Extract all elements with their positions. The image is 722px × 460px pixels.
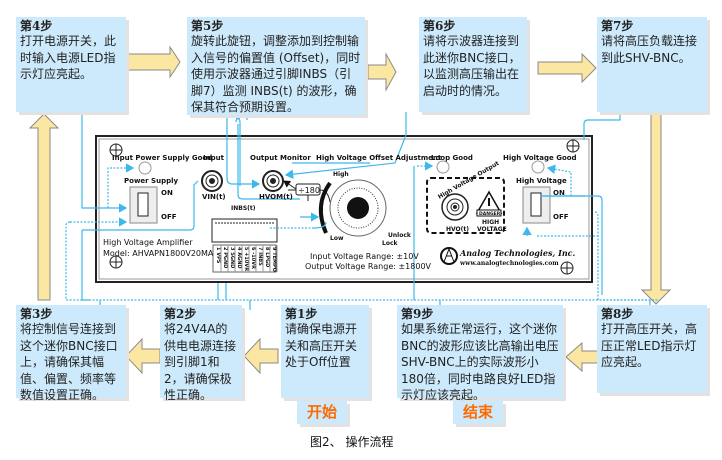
label-power-off: OFF	[161, 213, 177, 221]
pin-label: 3 SGND	[229, 247, 235, 268]
arrow-step2-to-step3	[125, 337, 161, 375]
label-danger: DANGER	[479, 211, 501, 217]
label-output-monitor: Output Monitor	[250, 154, 311, 162]
label-low: Low	[330, 235, 344, 242]
step-3-box: 第3步 将控制信号连接到这个迷你BNC接口上，请确保其幅值、偏置、频率等数值设置…	[16, 305, 126, 402]
step-7-body: 请将高压负载连接到此SHV-BNC。	[601, 34, 698, 65]
vin-bnc-connector	[201, 170, 223, 192]
step-7-box: 第7步 请将高压负载连接到此SHV-BNC。	[597, 17, 707, 112]
label-inbs: INBS(t)	[231, 205, 256, 212]
label-input: Input	[203, 154, 225, 162]
amplifier-panel	[95, 135, 593, 283]
pin-label: 9 TEMPO	[271, 247, 277, 272]
step-6-body: 请将示波器连接到此迷你BNC接口，以监测高压输出在启动时的情况。	[423, 34, 521, 98]
label-input-power-good: Input Power Supply Good	[112, 154, 212, 162]
label-hvom: HVOM(t)	[259, 193, 293, 201]
label-hv-good: High Voltage Good	[503, 154, 577, 162]
label-lock: Lock	[382, 240, 399, 247]
label-gain: ÷180	[298, 186, 320, 195]
step-5-title: 第5步	[191, 19, 224, 33]
step-1-title: 第1步	[285, 307, 318, 321]
label-company: Analog Technologies, Inc.	[459, 248, 576, 258]
label-power-supply: Power Supply	[124, 177, 178, 185]
step-9-body: 如果系统正常运行，这个迷你BNC的波形应该比高输出电压SHV-BNC上的实际波形…	[401, 322, 559, 402]
step-9-box: 第9步 如果系统正常运行，这个迷你BNC的波形应该比高输出电压SHV-BNC上的…	[397, 305, 563, 402]
label-hv-on: ON	[553, 189, 565, 197]
step-9-title: 第9步	[401, 307, 434, 321]
hv-output-box	[426, 177, 505, 234]
arrow-step5-to-step6	[367, 52, 397, 92]
step-3-title: 第3步	[20, 307, 53, 321]
label-hv-warn-2: VOLTAGE	[477, 226, 507, 233]
label-hvo: HVO(t)	[446, 226, 469, 233]
label-output-range: Output Voltage Range: ±1800V	[305, 262, 432, 271]
pin-label: 7 INBS	[257, 247, 263, 266]
step-1-box: 第1步 请确保电源开关和高压开关处于Off位置	[281, 305, 369, 398]
step-3-body: 将控制信号连接到这个迷你BNC接口上，请确保其幅值、偏置、频率等数值设置正确。	[20, 322, 118, 402]
label-unlock: Unlock	[388, 232, 412, 239]
label-hv-warn-1: HIGH	[482, 219, 499, 226]
hv-good-led	[531, 160, 545, 174]
arrow-step1-to-step2	[243, 337, 279, 375]
shv-bnc-connector	[441, 193, 469, 221]
pin-label: 2 PGND	[222, 247, 228, 268]
label-high-voltage: High Voltage	[516, 177, 567, 185]
arrow-step3-to-step4	[28, 113, 60, 301]
offset-range-arc	[318, 181, 332, 234]
loop-good-led	[436, 160, 450, 174]
pin-header	[211, 218, 278, 243]
flow-arrows	[28, 45, 672, 375]
label-power-on: ON	[161, 189, 173, 197]
pin-label: 6 -10VR	[250, 247, 256, 269]
figure-caption: 图2、 操作流程	[310, 435, 394, 449]
label-hv-off: OFF	[553, 213, 569, 221]
label-loop-good: Loop Good	[431, 154, 473, 162]
label-vin: VIN(t)	[202, 193, 226, 201]
step-6-title: 第6步	[423, 19, 456, 33]
step-7-title: 第7步	[601, 19, 634, 33]
step-4-body: 打开电源开关，此时输入电源LED指示灯应亮起。	[20, 34, 117, 81]
arrow-step6-to-step7	[537, 52, 597, 84]
step-5-body: 旋转此旋钮，调整添加到控制输入信号的偏置值 (Offset)，同时使用示波器通过…	[191, 34, 361, 114]
step-8-body: 打开高压开关，高压正常LED指示灯应亮起。	[601, 322, 698, 369]
step-5-box: 第5步 旋转此旋钮，调整添加到控制输入信号的偏置值 (Offset)，同时使用示…	[187, 17, 365, 115]
step-6-box: 第6步 请将示波器连接到此迷你BNC接口，以监测高压输出在启动时的情况。	[419, 17, 527, 112]
step-4-title: 第4步	[20, 19, 53, 33]
label-amp-name: High Voltage Amplifier	[103, 238, 193, 247]
connector-lines	[65, 100, 660, 310]
label-website: www.analogtechnologies.com	[459, 260, 559, 267]
start-label: 开始	[297, 401, 347, 424]
step-8-title: 第8步	[601, 307, 634, 321]
end-label: 结束	[453, 401, 503, 424]
label-input-range: Input Voltage Range: ±10V	[310, 252, 419, 261]
input-power-led	[138, 161, 152, 175]
step-8-box: 第8步 打开高压开关，高压正常LED指示灯应亮起。	[597, 305, 707, 393]
label-high: High	[333, 171, 349, 178]
pin-label: 5 +10VR	[243, 247, 249, 271]
step-2-title: 第2步	[164, 307, 197, 321]
pin-label-strip	[212, 244, 277, 273]
step-2-body: 将24V4A的供电电源连接到引脚1和2，请确保极性正确。	[164, 322, 237, 402]
step-2-box: 第2步 将24V4A的供电电源连接到引脚1和2，请确保极性正确。	[160, 305, 242, 402]
step-1-body: 请确保电源开关和高压开关处于Off位置	[285, 322, 358, 369]
pin-label: 8 LPGD	[264, 247, 270, 267]
label-model: Model: AHVAPN1800V20MA	[103, 249, 214, 258]
hvom-bnc-connector	[262, 170, 284, 192]
arrow-step4-to-step5	[125, 45, 181, 79]
pin-label: 1 VPS	[215, 247, 221, 264]
label-offset-adjust: High Voltage Offset Adjustment	[316, 154, 442, 162]
pin-label: 4 AGND	[236, 247, 242, 269]
step-4-box: 第4步 打开电源开关，此时输入电源LED指示灯应亮起。	[16, 17, 126, 112]
arrow-step7-to-step8	[640, 111, 672, 305]
